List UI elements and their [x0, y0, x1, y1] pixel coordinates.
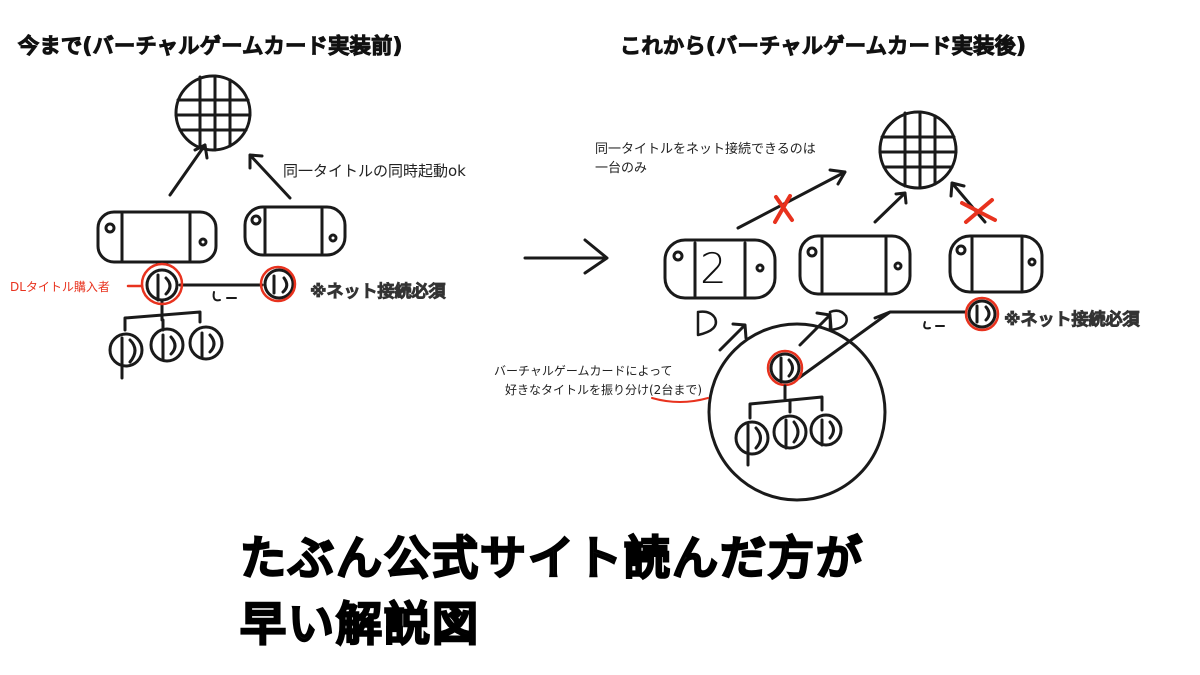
vgc-note-line1: バーチャルゲームカードによって [494, 364, 673, 378]
console-icon [798, 234, 912, 296]
person-icon [809, 413, 843, 447]
before-title: 今まで(バーチャルゲームカード実装前) [18, 34, 403, 59]
simultaneous-launch-note: 同一タイトルの同時起動ok [283, 162, 466, 180]
highlight-circle [766, 349, 804, 387]
person-icon [145, 268, 179, 302]
person-icon [149, 327, 185, 363]
arrow-icon [949, 181, 987, 224]
transition-arrow-icon [523, 238, 609, 275]
vgc-note-line2: 好きなタイトルを振り分け(2台まで) [505, 383, 702, 397]
console-icon [243, 205, 347, 257]
arrow-icon [718, 322, 748, 352]
caption-line2: 早い解説図 [239, 596, 480, 652]
purchaser-label: DLタイトル購入者 [10, 280, 110, 294]
console-icon [663, 238, 777, 300]
arrow-icon [798, 311, 833, 347]
person-icon [772, 414, 808, 450]
net-required-label: ※ネット接続必須 [310, 282, 446, 303]
blocked-x-icon [960, 198, 997, 224]
console-number: 2 [700, 244, 727, 293]
net-required-label: ※ネット接続必須 [1004, 310, 1140, 331]
person-icon [734, 420, 770, 467]
arrow-icon [736, 168, 847, 230]
highlight-circle [964, 296, 1000, 332]
internet-globe-icon [878, 110, 958, 190]
underline-mark [651, 397, 709, 403]
internet-globe-icon [174, 74, 252, 152]
highlight-circle [140, 262, 184, 306]
after-title: これから(バーチャルゲームカード実装後) [619, 34, 1027, 59]
highlight-circle [259, 265, 297, 303]
arrow-icon [873, 191, 908, 224]
arrow-icon [168, 143, 209, 197]
blocked-x-icon [773, 194, 794, 224]
person-icon [108, 332, 144, 380]
arrow-icon [248, 153, 292, 200]
caption-line1: たぶん公式サイト読んだ方が [239, 530, 864, 586]
virtual-game-card-group [707, 322, 887, 502]
person-icon [188, 325, 224, 361]
person-icon [263, 268, 295, 300]
single-connection-note-line2: 一台のみ [595, 161, 648, 176]
person-icon [769, 352, 801, 384]
single-connection-note-line1: 同一タイトルをネット接続できるのは [595, 142, 816, 157]
person-icon [967, 299, 997, 329]
console-icon [948, 234, 1044, 294]
console-icon [96, 210, 218, 264]
